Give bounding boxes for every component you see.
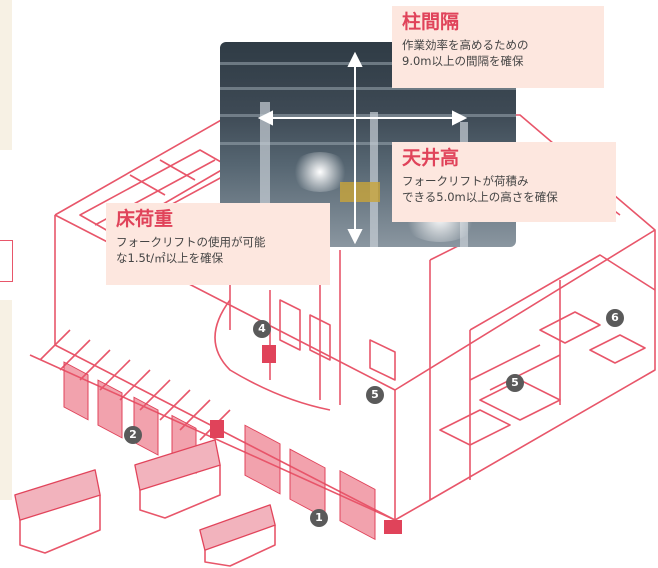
dimension-arrows	[257, 51, 468, 245]
callout-ceiling-height: 天井高 フォークリフトが荷積み できる5.0m以上の高さを確保	[392, 142, 616, 222]
callout-body: 作業効率を高めるための 9.0m以上の間隔を確保	[402, 37, 529, 68]
callout-body: フォークリフトが荷積み できる5.0m以上の高さを確保	[402, 173, 558, 204]
marker-6: 6	[606, 309, 624, 327]
marker-2: 2	[124, 426, 142, 444]
callout-title: 柱間隔	[402, 11, 460, 33]
marker-5-storage: 5	[366, 386, 384, 404]
callout-column-spacing: 柱間隔 作業効率を高めるための 9.0m以上の間隔を確保	[392, 6, 604, 88]
callout-title: 天井高	[402, 147, 460, 169]
left-panel-fragment	[0, 0, 12, 150]
left-box-fragment	[0, 240, 13, 282]
left-panel-fragment-lower	[0, 300, 12, 500]
callout-floor-load: 床荷重 フォークリフトの使用が可能 な1.5t/㎡以上を確保	[106, 203, 330, 285]
callout-body: フォークリフトの使用が可能 な1.5t/㎡以上を確保	[116, 234, 266, 265]
marker-4: 4	[253, 320, 271, 338]
marker-5-office: 5	[506, 374, 524, 392]
marker-1: 1	[310, 509, 328, 527]
callout-title: 床荷重	[116, 208, 174, 230]
